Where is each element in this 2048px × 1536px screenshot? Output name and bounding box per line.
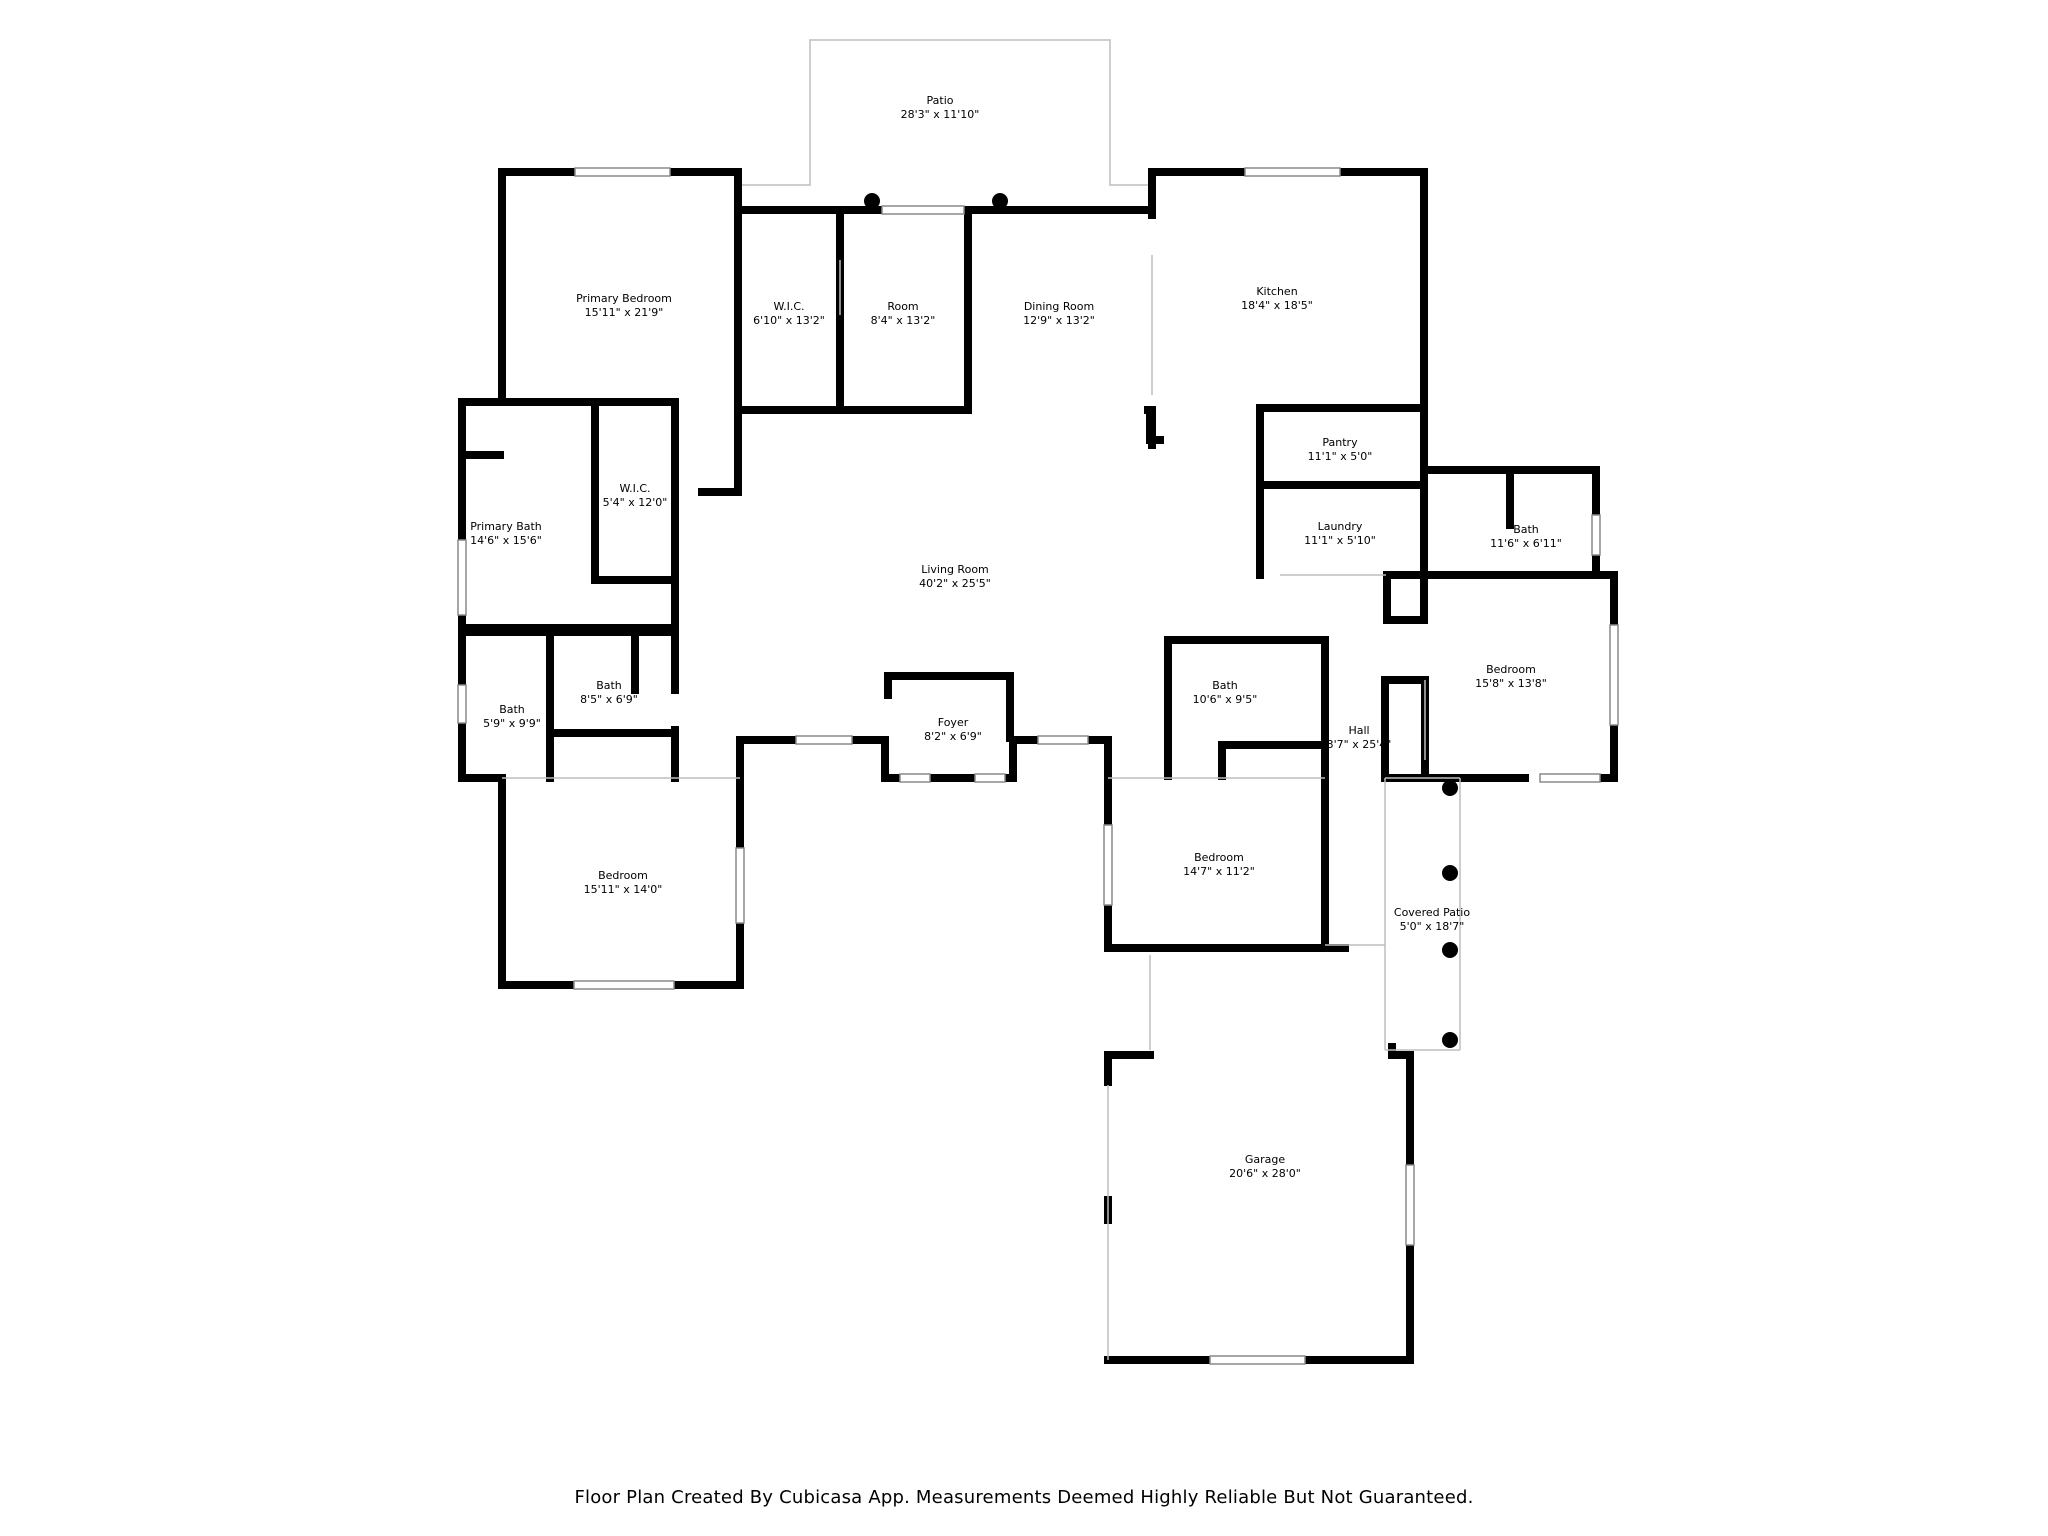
room-labels: Patio 28'3" x 11'10" Primary Bedroom 15'…	[470, 94, 1562, 1180]
columns	[864, 193, 1458, 1048]
svg-text:11'1" x 5'10": 11'1" x 5'10"	[1304, 534, 1376, 547]
svg-text:Bath: Bath	[499, 703, 525, 716]
svg-text:Living Room: Living Room	[921, 563, 989, 576]
room-label-bedroom-west: Bedroom 15'11" x 14'0"	[584, 869, 663, 896]
room-label-dining-room: Dining Room 12'9" x 13'2"	[1023, 300, 1095, 327]
room-label-bath-west: Bath 8'5" x 6'9"	[580, 679, 638, 706]
svg-text:8'4" x 13'2": 8'4" x 13'2"	[871, 314, 936, 327]
svg-text:11'6" x 6'11": 11'6" x 6'11"	[1490, 537, 1562, 550]
svg-text:15'8" x 13'8": 15'8" x 13'8"	[1475, 677, 1547, 690]
column	[864, 193, 880, 209]
svg-text:Kitchen: Kitchen	[1256, 285, 1297, 298]
room-label-wic-2: W.I.C. 5'4" x 12'0"	[603, 482, 668, 509]
room-label-garage: Garage 20'6" x 28'0"	[1229, 1153, 1301, 1180]
room-label-bath-east: Bath 11'6" x 6'11"	[1490, 523, 1562, 550]
column	[1442, 865, 1458, 881]
svg-text:18'4" x 18'5": 18'4" x 18'5"	[1241, 299, 1313, 312]
svg-text:Laundry: Laundry	[1318, 520, 1363, 533]
svg-text:Dining Room: Dining Room	[1024, 300, 1094, 313]
disclaimer-caption: Floor Plan Created By Cubicasa App. Meas…	[574, 1487, 1474, 1508]
svg-text:Bedroom: Bedroom	[598, 869, 648, 882]
svg-text:5'0" x 18'7": 5'0" x 18'7"	[1400, 920, 1465, 933]
svg-text:Bedroom: Bedroom	[1194, 851, 1244, 864]
svg-text:Garage: Garage	[1245, 1153, 1286, 1166]
svg-text:Bedroom: Bedroom	[1486, 663, 1536, 676]
room-label-wic-1: W.I.C. 6'10" x 13'2"	[753, 300, 825, 327]
room-label-kitchen: Kitchen 18'4" x 18'5"	[1241, 285, 1313, 312]
column	[1442, 1032, 1458, 1048]
svg-text:40'2" x 25'5": 40'2" x 25'5"	[919, 577, 991, 590]
svg-text:Foyer: Foyer	[938, 716, 969, 729]
column	[1442, 942, 1458, 958]
room-label-pantry: Pantry 11'1" x 5'0"	[1308, 436, 1373, 463]
svg-text:Primary Bath: Primary Bath	[470, 520, 542, 533]
room-label-bath-west-small: Bath 5'9" x 9'9"	[483, 703, 541, 730]
room-label-bedroom-center: Bedroom 14'7" x 11'2"	[1183, 851, 1255, 878]
room-label-foyer: Foyer 8'2" x 6'9"	[924, 716, 982, 743]
svg-text:14'7" x 11'2": 14'7" x 11'2"	[1183, 865, 1255, 878]
column	[992, 193, 1008, 209]
room-label-covered-patio: Covered Patio 5'0" x 18'7"	[1394, 906, 1470, 933]
svg-text:Bath: Bath	[1513, 523, 1539, 536]
svg-text:20'6" x 28'0": 20'6" x 28'0"	[1229, 1167, 1301, 1180]
walls	[458, 168, 1618, 1364]
room-label-hall: Hall 3'7" x 25'4"	[1327, 724, 1392, 751]
svg-text:Patio: Patio	[927, 94, 954, 107]
svg-text:10'6" x 9'5": 10'6" x 9'5"	[1193, 693, 1258, 706]
svg-text:5'4" x 12'0": 5'4" x 12'0"	[603, 496, 668, 509]
svg-text:28'3" x 11'10": 28'3" x 11'10"	[901, 108, 980, 121]
svg-text:W.I.C.: W.I.C.	[773, 300, 804, 313]
svg-text:Bath: Bath	[1212, 679, 1238, 692]
column	[1442, 780, 1458, 796]
svg-text:6'10" x 13'2": 6'10" x 13'2"	[753, 314, 825, 327]
svg-text:8'5" x 6'9": 8'5" x 6'9"	[580, 693, 638, 706]
windows	[457, 167, 1619, 1365]
svg-text:12'9" x 13'2": 12'9" x 13'2"	[1023, 314, 1095, 327]
svg-text:11'1" x 5'0": 11'1" x 5'0"	[1308, 450, 1373, 463]
room-label-bath-center: Bath 10'6" x 9'5"	[1193, 679, 1258, 706]
room-label-laundry: Laundry 11'1" x 5'10"	[1304, 520, 1376, 547]
room-label-patio: Patio 28'3" x 11'10"	[901, 94, 980, 121]
svg-text:W.I.C.: W.I.C.	[619, 482, 650, 495]
svg-text:14'6" x 15'6": 14'6" x 15'6"	[470, 534, 542, 547]
svg-text:15'11" x 14'0": 15'11" x 14'0"	[584, 883, 663, 896]
svg-text:Room: Room	[887, 300, 918, 313]
svg-text:Pantry: Pantry	[1322, 436, 1358, 449]
patio-outline	[735, 39, 1152, 186]
svg-text:Primary Bedroom: Primary Bedroom	[576, 292, 672, 305]
svg-text:15'11" x 21'9": 15'11" x 21'9"	[585, 306, 664, 319]
svg-text:Hall: Hall	[1348, 724, 1369, 737]
svg-text:5'9" x 9'9": 5'9" x 9'9"	[483, 717, 541, 730]
room-label-primary-bath: Primary Bath 14'6" x 15'6"	[470, 520, 542, 547]
svg-text:8'2" x 6'9": 8'2" x 6'9"	[924, 730, 982, 743]
room-label-room: Room 8'4" x 13'2"	[871, 300, 936, 327]
svg-text:3'7" x 25'4": 3'7" x 25'4"	[1327, 738, 1392, 751]
svg-text:Covered Patio: Covered Patio	[1394, 906, 1470, 919]
room-label-living-room: Living Room 40'2" x 25'5"	[919, 563, 991, 590]
svg-text:Bath: Bath	[596, 679, 622, 692]
room-label-primary-bedroom: Primary Bedroom 15'11" x 21'9"	[576, 292, 672, 319]
openings	[502, 255, 1461, 1360]
room-label-bedroom-east: Bedroom 15'8" x 13'8"	[1475, 663, 1547, 690]
